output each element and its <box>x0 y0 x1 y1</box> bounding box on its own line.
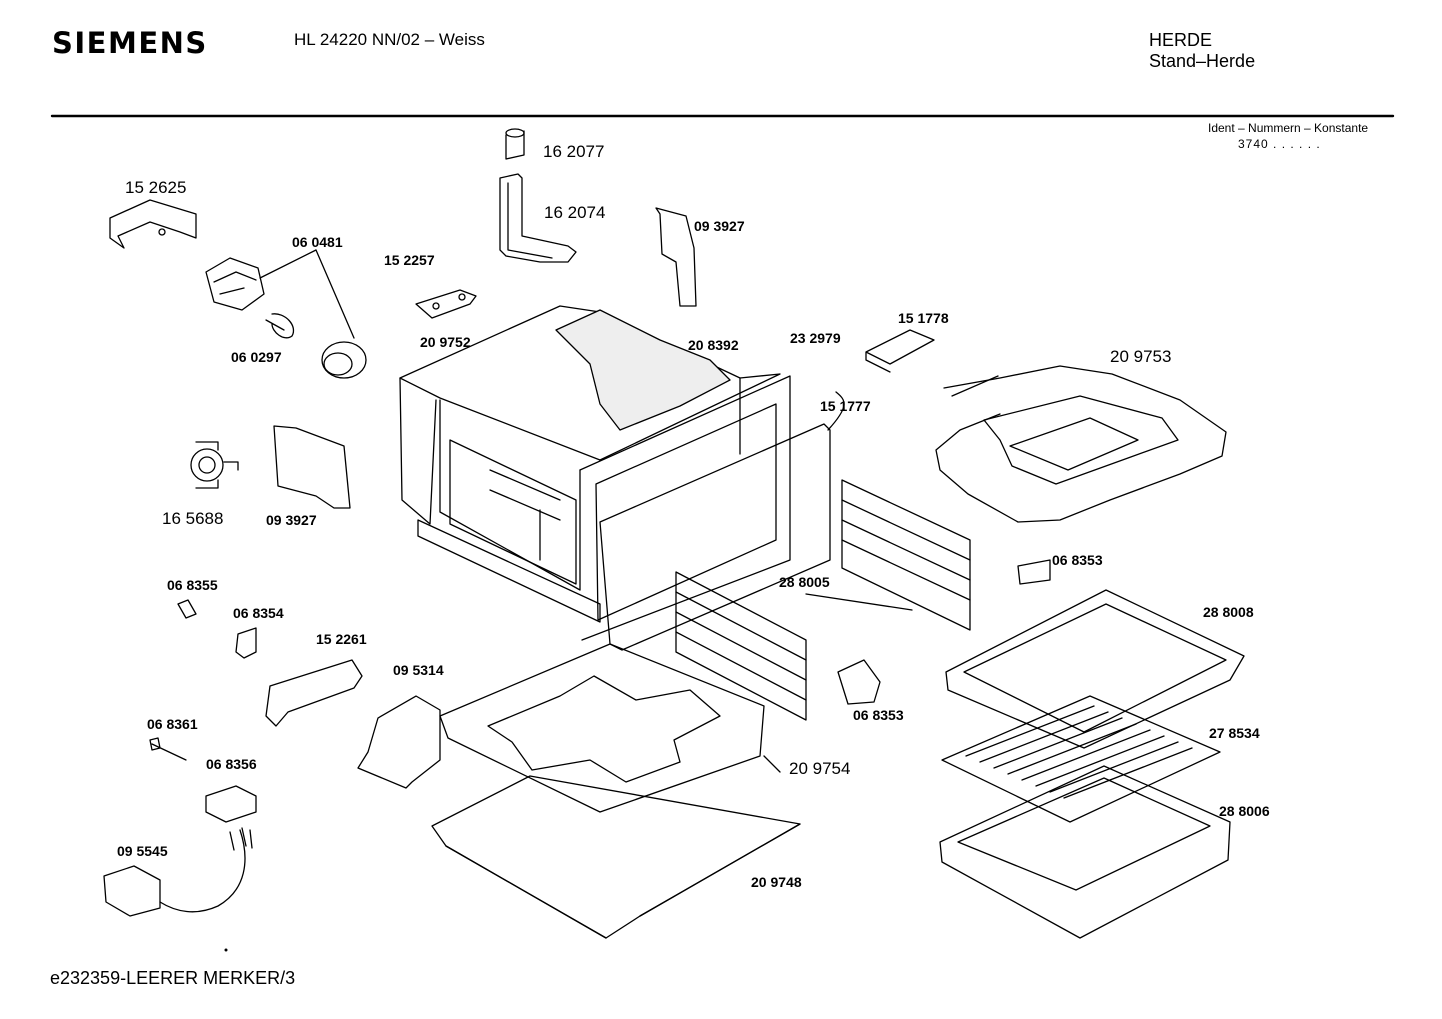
part-screw-068361 <box>149 737 187 761</box>
part-number-151778: 15 1778 <box>898 310 949 326</box>
part-number-068353-b: 06 8353 <box>853 707 904 723</box>
part-lamp-060481 <box>205 249 367 379</box>
part-bracket-093927-upper <box>655 207 697 307</box>
part-number-060481: 06 0481 <box>292 234 343 250</box>
part-number-152625: 15 2625 <box>125 178 187 197</box>
part-number-162077: 16 2077 <box>543 142 605 161</box>
part-cap-162077 <box>505 128 525 160</box>
part-clip-068354 <box>235 627 257 659</box>
part-thermostat-165688 <box>190 441 239 489</box>
model-title: HL 24220 NN/02 – Weiss <box>294 30 485 49</box>
footer-reference: e232359-LEERER MERKER/3 <box>50 968 296 988</box>
part-number-068356: 06 8356 <box>206 756 257 772</box>
category-main: HERDE <box>1149 30 1213 50</box>
brand-logo: SIEMENS <box>52 26 208 60</box>
part-number-288008: 28 8008 <box>1203 604 1254 620</box>
part-number-068355: 06 8355 <box>167 577 218 593</box>
part-number-209748: 20 9748 <box>751 874 802 890</box>
part-tray-288008 <box>945 589 1245 749</box>
ident-value: 3740 . . . . . . <box>1238 137 1321 151</box>
part-number-209754: 20 9754 <box>789 759 851 778</box>
part-bracket-152625 <box>109 199 197 249</box>
part-bottom-plate-209748 <box>431 775 801 939</box>
part-tray-288006 <box>939 765 1231 939</box>
part-clamp-068356 <box>205 785 257 823</box>
part-cavity <box>399 305 791 641</box>
part-screw-068355 <box>177 599 197 619</box>
part-terminal-152261 <box>265 659 363 727</box>
part-number-068354: 06 8354 <box>233 605 284 621</box>
part-number-208392: 20 8392 <box>688 337 739 353</box>
part-number-095314: 09 5314 <box>393 662 444 678</box>
part-cable-095545 <box>103 827 253 917</box>
part-number-068361: 06 8361 <box>147 716 198 732</box>
part-plate-152257 <box>415 289 477 319</box>
part-plate-095314 <box>357 695 441 789</box>
ident-label: Ident – Nummern – Konstante <box>1208 121 1369 135</box>
part-number-068353-a: 06 8353 <box>1052 552 1103 568</box>
part-bracket-093927-lower <box>273 425 351 509</box>
part-wire-151777 <box>827 391 845 431</box>
part-number-093927-upper: 09 3927 <box>694 218 745 234</box>
part-number-288006: 28 8006 <box>1219 803 1270 819</box>
part-heating-element-209753 <box>935 365 1227 523</box>
part-number-152261: 15 2261 <box>316 631 367 647</box>
part-rails-288005 <box>675 479 971 721</box>
part-clip-068353-a <box>1017 559 1051 585</box>
part-number-151777: 15 1777 <box>820 398 871 414</box>
part-number-093927-lower: 09 3927 <box>266 512 317 528</box>
part-number-288005: 28 8005 <box>779 574 830 590</box>
part-number-152257: 15 2257 <box>384 252 435 268</box>
part-number-095545: 09 5545 <box>117 843 168 859</box>
part-clip-068353-b <box>837 659 881 705</box>
part-bracket-162074 <box>499 173 577 263</box>
part-number-278534: 27 8534 <box>1209 725 1260 741</box>
part-number-060297: 06 0297 <box>231 349 282 365</box>
part-number-162074: 16 2074 <box>544 203 606 222</box>
part-rack-278534 <box>941 695 1221 823</box>
part-number-232979: 23 2979 <box>790 330 841 346</box>
part-number-209753: 20 9753 <box>1110 347 1172 366</box>
part-number-165688: 16 5688 <box>162 509 224 528</box>
part-number-209752: 20 9752 <box>420 334 471 350</box>
category-sub: Stand–Herde <box>1149 51 1256 71</box>
insulation-mat <box>555 309 731 431</box>
part-clip-151778 <box>865 329 935 373</box>
part-seal-232979 <box>599 423 831 651</box>
part-heating-element-209754 <box>439 643 781 813</box>
